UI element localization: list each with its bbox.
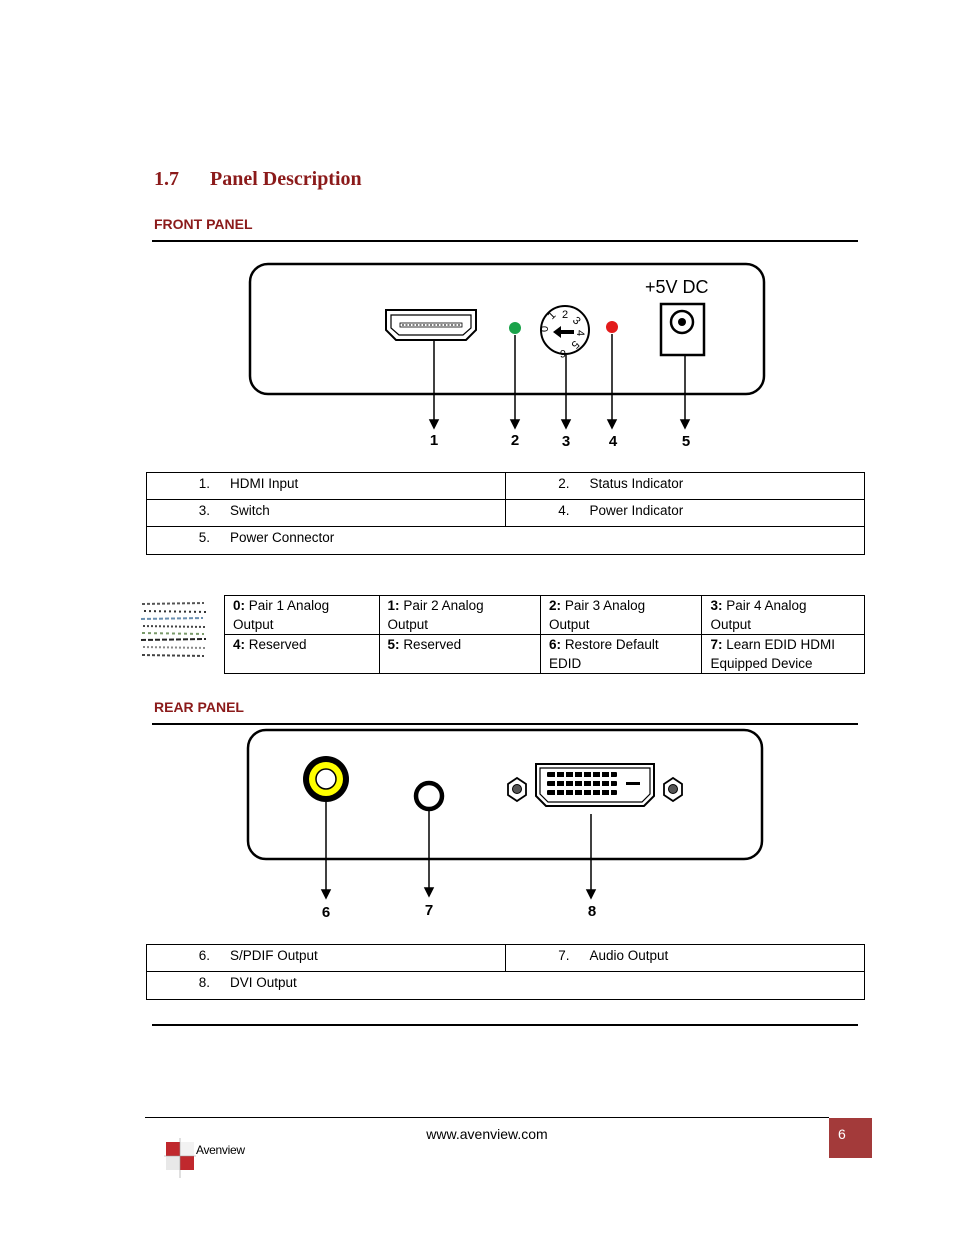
table-cell: 6.S/PDIF Output — [145, 944, 507, 972]
audio-jack-icon — [413, 780, 445, 812]
section-end-divider — [152, 1024, 858, 1026]
front-panel-outline — [248, 262, 766, 396]
status-led-icon — [509, 322, 521, 334]
callout-2: 2 — [511, 432, 519, 449]
logo-text: Avenview — [196, 1143, 245, 1157]
rear-panel-heading: REAR PANEL — [154, 699, 244, 715]
table-cell: 4.Power Indicator — [505, 499, 865, 527]
hdmi-port-icon — [385, 309, 477, 341]
page-number-badge: 6 — [829, 1118, 872, 1158]
power-connector-icon — [659, 302, 706, 357]
front-panel-heading: FRONT PANEL — [154, 216, 253, 232]
callout-6: 6 — [322, 904, 330, 921]
svg-text:0: 0 — [539, 326, 551, 332]
table-cell: 1.HDMI Input — [145, 472, 507, 500]
footer-rule — [145, 1117, 829, 1118]
rear-panel-table: 6.S/PDIF Output 7.Audio Output 8.DVI Out… — [145, 944, 865, 1000]
power-led-icon — [606, 321, 618, 333]
spdif-rca-icon — [303, 756, 349, 802]
callout-3: 3 — [562, 433, 570, 450]
front-panel-divider — [152, 240, 858, 242]
front-panel-table: 1.HDMI Input 2.Status Indicator 3.Switch… — [145, 472, 865, 555]
dvi-screw-left — [507, 776, 527, 803]
power-label: +5V DC — [645, 277, 709, 297]
section-number: 1.7 — [154, 168, 179, 190]
table-cell: 3.Switch — [145, 499, 507, 527]
rear-panel-outline — [246, 728, 764, 861]
section-title-text: Panel Description — [210, 168, 362, 190]
table-cell: 5.Power Connector — [146, 526, 865, 555]
svg-text:4: 4 — [574, 330, 586, 336]
rear-panel-divider — [152, 723, 858, 725]
avenview-logo-icon — [164, 1138, 196, 1178]
page-number: 6 — [838, 1126, 846, 1142]
rear-callout-arrows — [320, 802, 597, 900]
avenview-logo: Avenview — [164, 1138, 264, 1182]
footer-url: www.avenview.com — [426, 1126, 548, 1142]
svg-text:2: 2 — [562, 309, 568, 321]
table-cell: 4: Reserved — [224, 634, 380, 674]
callout-8: 8 — [588, 903, 596, 920]
svg-text:6: 6 — [560, 347, 566, 359]
switch-thumbnail-image — [140, 598, 208, 662]
dvi-screw-right — [663, 776, 683, 803]
callout-1: 1 — [430, 432, 438, 449]
table-cell: 8.DVI Output — [146, 971, 865, 1000]
section-title: 1.7 Panel Description — [154, 168, 362, 191]
callout-5: 5 — [682, 433, 690, 450]
callout-4: 4 — [609, 433, 618, 450]
rear-panel-diagram: 6 7 8 — [246, 728, 764, 921]
rotary-switch-icon: 0 1 2 3 4 5 6 — [539, 305, 590, 359]
front-panel-diagram: 0 1 2 3 4 5 6 +5V DC 1 2 3 4 5 — [248, 262, 766, 450]
dvi-port-icon — [507, 763, 683, 807]
callout-arrows — [428, 334, 691, 430]
table-cell: 7.Audio Output — [505, 944, 865, 972]
table-cell: 2.Status Indicator — [505, 472, 865, 500]
table-cell: 5: Reserved — [378, 634, 542, 674]
callout-7: 7 — [425, 902, 433, 919]
